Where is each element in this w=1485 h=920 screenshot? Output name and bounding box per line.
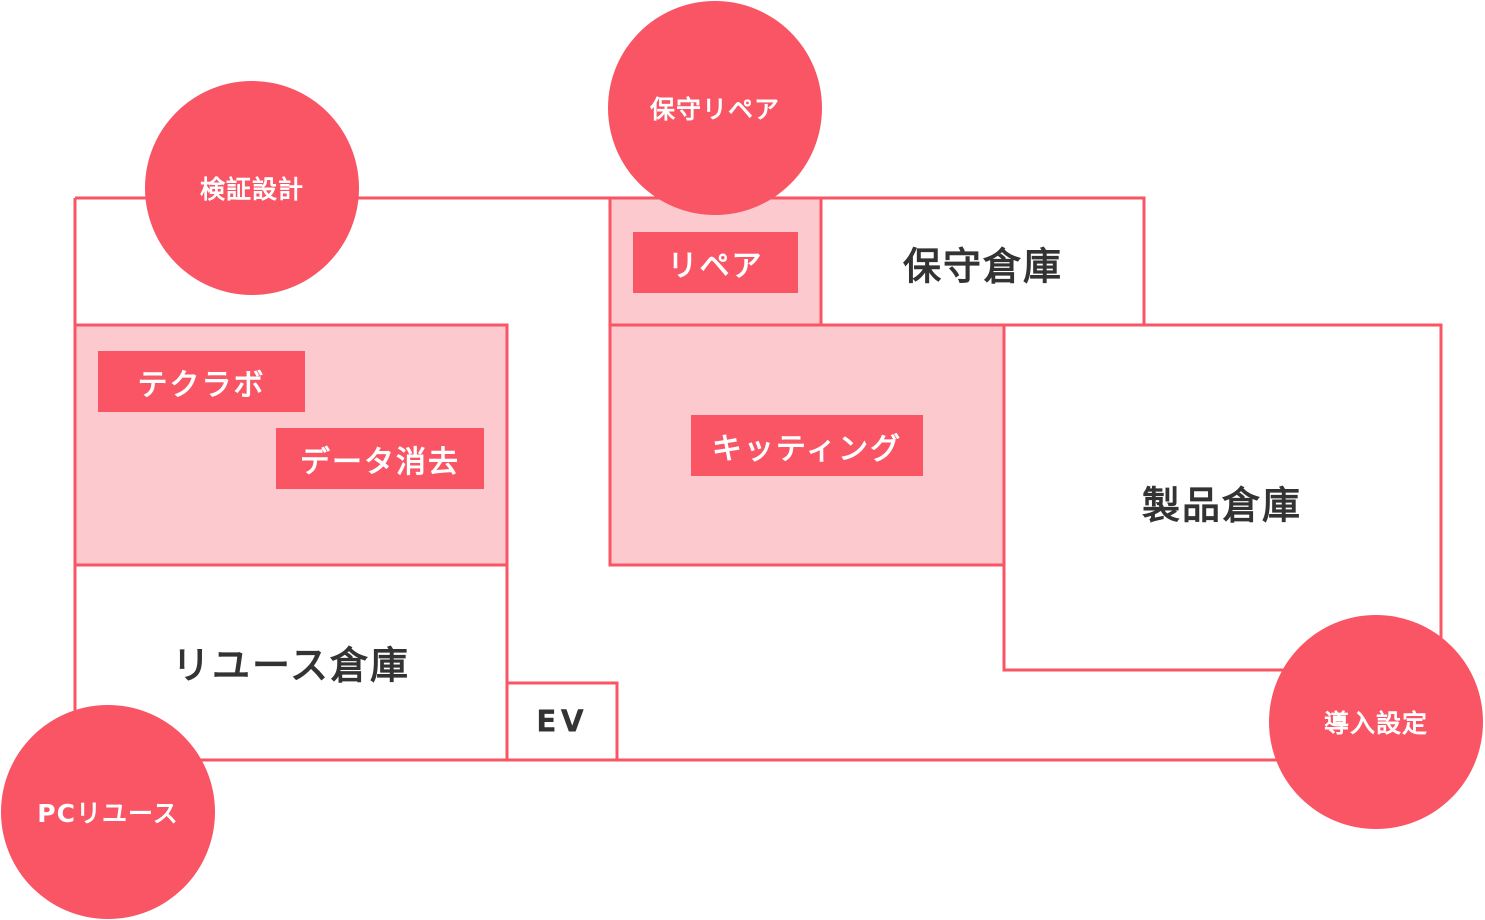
installation-setup-circle: 導入設定 bbox=[1269, 615, 1483, 829]
outer-wall-left bbox=[73, 198, 509, 762]
verification-design-circle: 検証設計 bbox=[145, 81, 359, 295]
maintenance-warehouse-label: 保守倉庫 bbox=[902, 244, 1064, 289]
data-erasure-tag: データ消去 bbox=[276, 428, 484, 489]
techlab-tag: テクラボ bbox=[98, 351, 305, 412]
kitting-tag: キッティング bbox=[691, 415, 923, 476]
repair-tag: リペア bbox=[633, 232, 798, 293]
pc-reuse-circle: PCリユース bbox=[1, 705, 215, 919]
product-warehouse-label: 製品倉庫 bbox=[1141, 483, 1303, 528]
product-warehouse-wall bbox=[1002, 323, 1443, 672]
reuse-warehouse-label: リユース倉庫 bbox=[171, 643, 411, 688]
elevator-label: EV bbox=[536, 704, 588, 740]
maintenance-warehouse-wall bbox=[821, 196, 1146, 325]
maintenance-repair-circle: 保守リペア bbox=[608, 1, 822, 215]
elevator-box bbox=[505, 681, 619, 762]
